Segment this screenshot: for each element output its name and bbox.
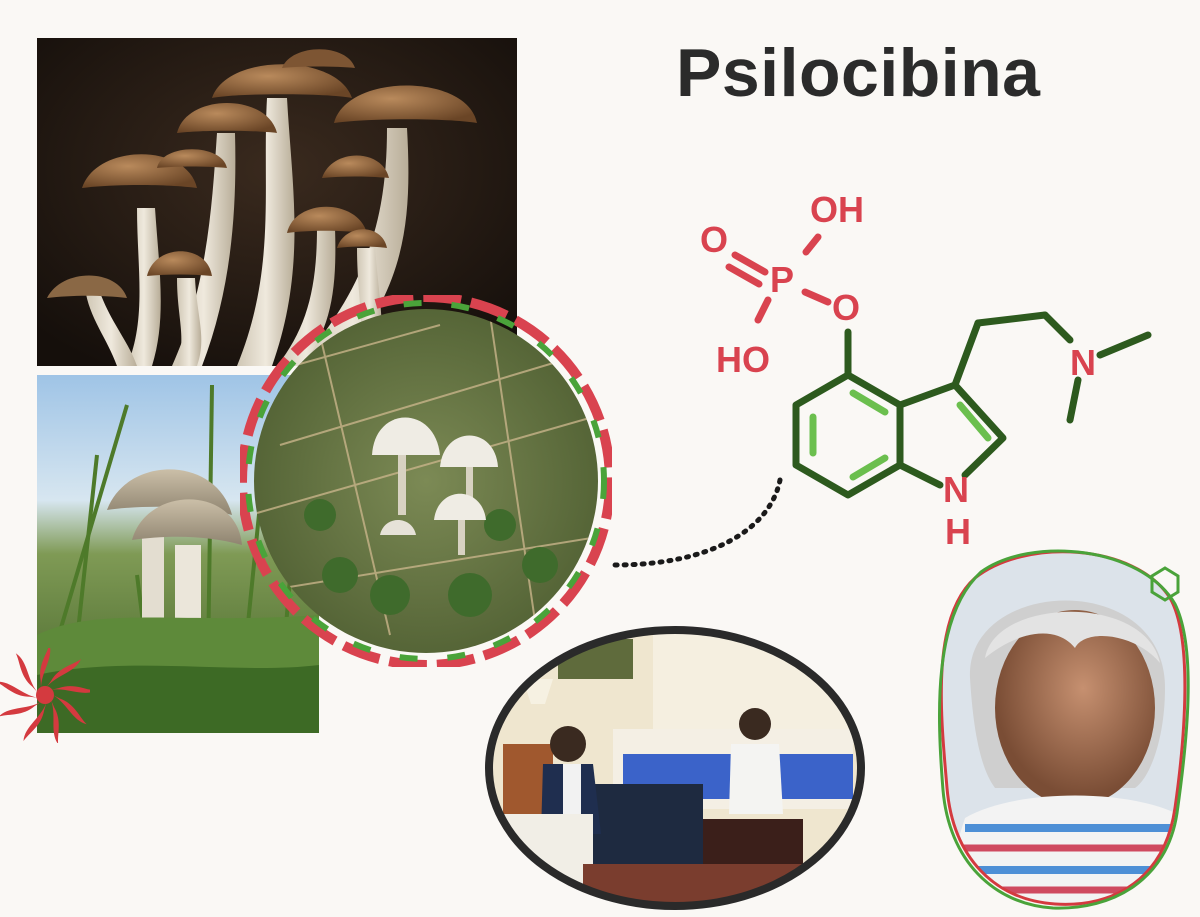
p-o-double-bond-1	[731, 251, 769, 276]
connector-dotted-line	[612, 477, 783, 568]
atom-oh-top: OH	[810, 189, 864, 230]
p-o-double-bond-2	[725, 263, 763, 288]
therapy-session-photo	[483, 624, 867, 912]
p-oh-bond	[802, 233, 822, 256]
hexagon-ornament-icon	[1150, 566, 1180, 602]
spiral-ornament-icon	[0, 648, 90, 743]
atom-o-ester: O	[832, 287, 860, 328]
psilocybin-structure-diagram: OH O P O HO N N H	[600, 180, 1170, 580]
atom-n-ring: N	[943, 469, 969, 510]
clover-mushroom-photo	[240, 295, 612, 667]
atom-h-ring: H	[945, 511, 971, 552]
atom-o-double: O	[700, 219, 728, 260]
slide-title: Psilocibina	[676, 35, 1041, 111]
atom-p: P	[770, 259, 794, 300]
elder-woman-portrait	[935, 538, 1195, 913]
atom-n-amine: N	[1070, 342, 1096, 383]
p-o-ester-bond	[801, 288, 832, 306]
atom-ho-bottom: HO	[716, 339, 770, 380]
p-ho-bond	[754, 296, 772, 324]
